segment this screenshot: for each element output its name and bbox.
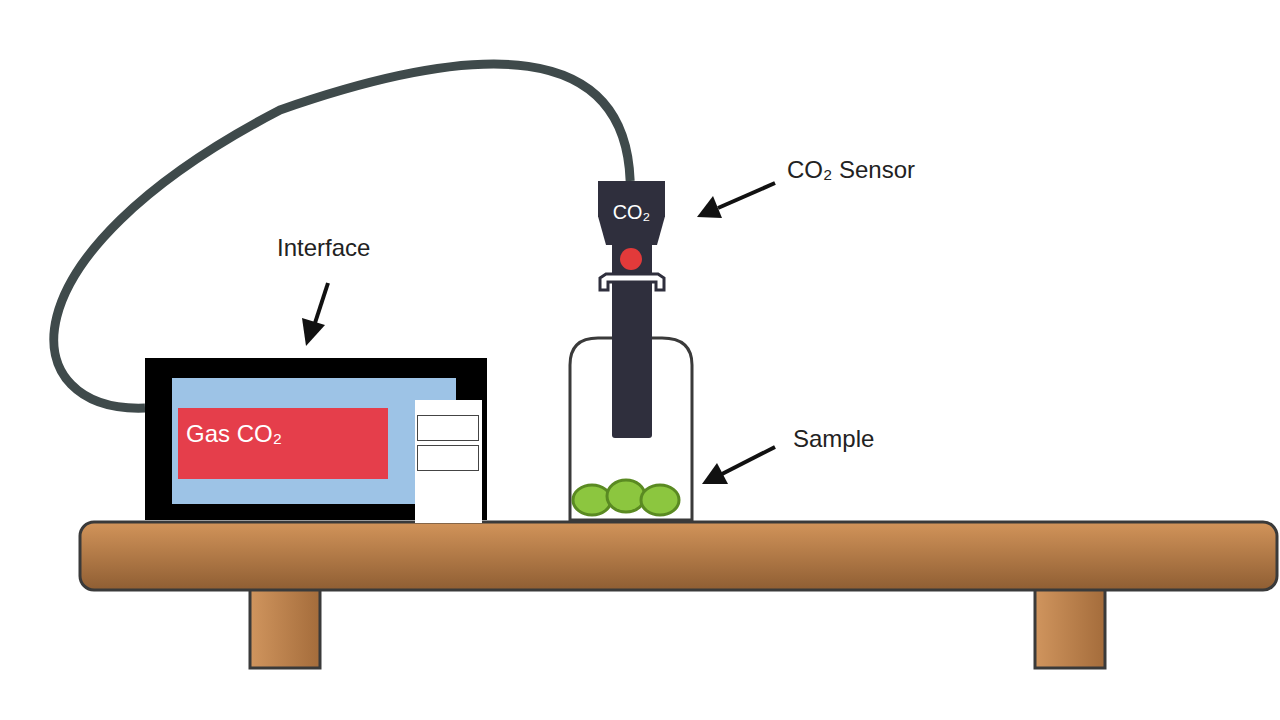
sensor-led [620,248,642,270]
display-band: Gas CO₂ [178,408,388,479]
sensor-head: CO₂ [598,181,665,245]
display-field [417,415,479,441]
sample-bean [641,485,679,515]
sensor-label: CO₂ [598,201,665,224]
sensor-cable [54,64,630,408]
callout-label: Interface [277,234,370,262]
display-panel [415,400,482,523]
sensor-clip [600,274,664,290]
sensor-rod [612,240,652,438]
table-leg [1035,586,1105,668]
sample-bean [573,485,611,515]
display-screen: Gas CO₂ [172,378,456,504]
table-leg [250,586,320,668]
interface-device: Gas CO₂ [145,358,487,520]
callout-label: Sample [793,425,874,453]
display-reading: Gas CO₂ [186,420,282,448]
display-field [417,445,479,471]
table-top [80,522,1277,590]
callout-label: CO₂ Sensor [787,156,915,184]
sample-bean [607,480,645,512]
